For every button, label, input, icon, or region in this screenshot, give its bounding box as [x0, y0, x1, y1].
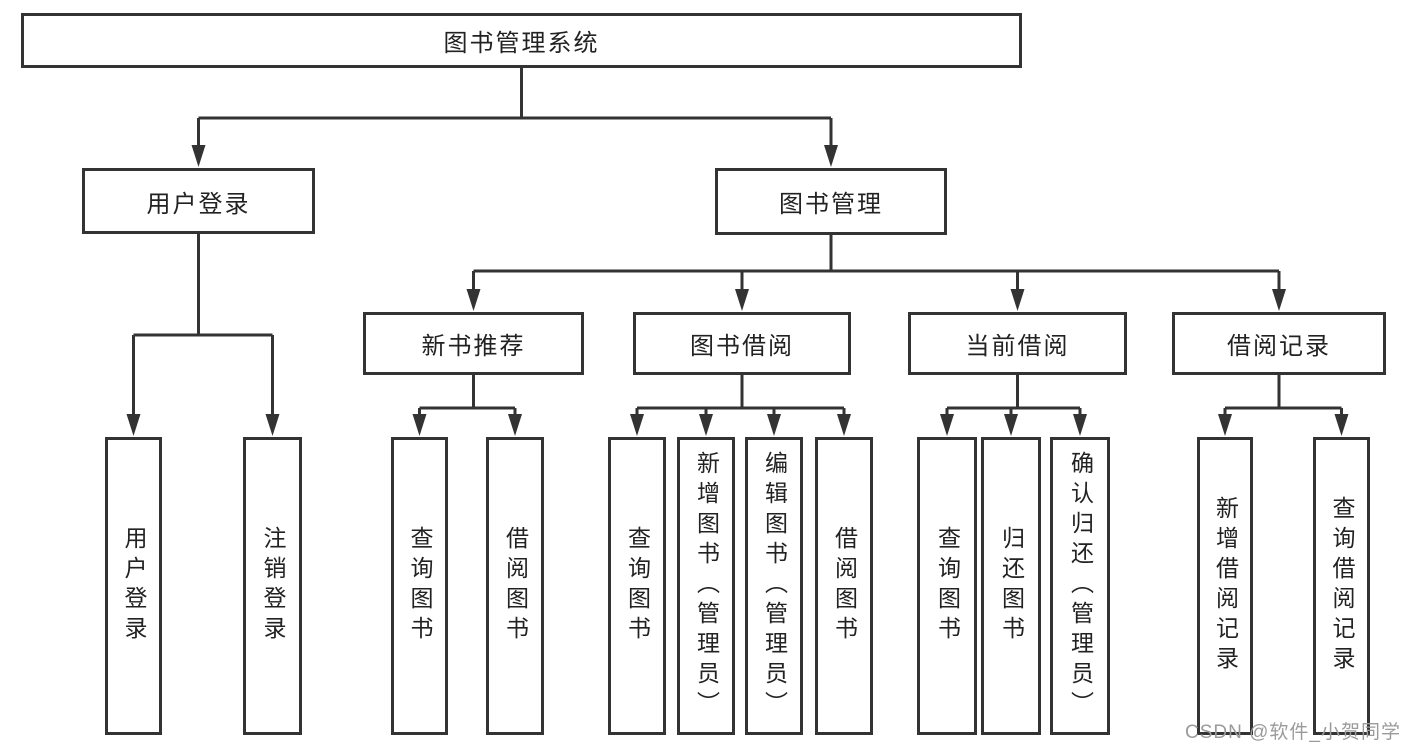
node-book-management: 图书管理 [715, 168, 947, 235]
node-book-borrowing: 图书借阅 [633, 312, 851, 375]
node-new-book-recommendation: 新书推荐 [363, 312, 584, 375]
csdn-watermark: CSDN @软件_小贺同学 [1185, 722, 1401, 743]
connector-bookmgmt-to-level3 [472, 235, 1281, 291]
leaf-confirm-return-admin: 确认归还（管理员） [1050, 437, 1110, 735]
connector-userlogin-to-leaves [132, 234, 274, 416]
connector-level3-to-leaves [418, 375, 1343, 416]
leaf-return-books: 归还图书 [981, 437, 1041, 735]
leaf-logout: 注销登录 [243, 437, 302, 735]
node-current-borrowing: 当前借阅 [908, 312, 1127, 375]
node-user-login: 用户登录 [82, 168, 315, 234]
node-borrowing-records: 借阅记录 [1172, 312, 1386, 375]
leaf-add-borrow-record: 新增借阅记录 [1197, 437, 1253, 735]
connector-root-to-level2 [197, 68, 833, 147]
leaf-query-books-borrowing: 查询图书 [608, 437, 666, 735]
leaf-add-books-admin: 新增图书（管理员） [677, 437, 735, 735]
leaf-edit-books-admin: 编辑图书（管理员） [745, 437, 803, 735]
leaf-user-login: 用户登录 [105, 437, 162, 735]
leaf-query-books-recommend: 查询图书 [391, 437, 448, 735]
leaf-borrow-books-borrowing: 借阅图书 [815, 437, 873, 735]
leaf-query-borrow-record: 查询借阅记录 [1313, 437, 1370, 735]
arrowheads [126, 145, 1349, 436]
leaf-query-books-current: 查询图书 [917, 437, 977, 735]
leaf-borrow-books-recommend: 借阅图书 [486, 437, 544, 735]
node-library-management-system: 图书管理系统 [21, 13, 1022, 68]
